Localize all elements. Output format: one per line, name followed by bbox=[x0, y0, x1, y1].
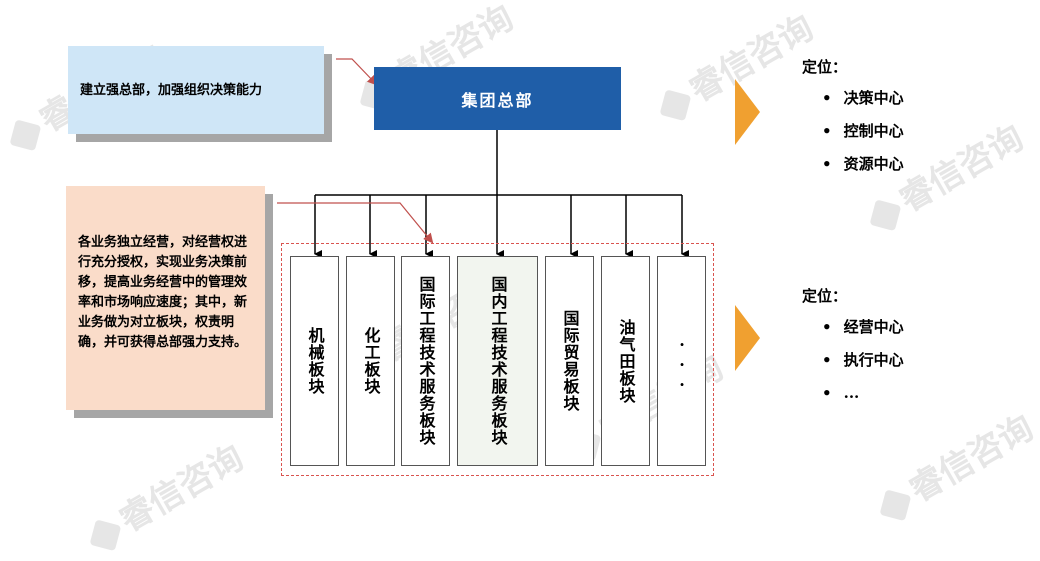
list-item: ... bbox=[822, 377, 904, 410]
callout-top bbox=[336, 58, 378, 86]
callout-bottom bbox=[277, 202, 434, 244]
chevron-arrow-icon bbox=[735, 305, 760, 371]
connector-layer bbox=[277, 58, 760, 371]
list-item: 决策中心 bbox=[822, 82, 904, 115]
board-positioning-title: 定位： bbox=[802, 287, 848, 305]
board-more: ... bbox=[657, 256, 706, 466]
hq-box: 集团总部 bbox=[374, 67, 621, 130]
list-item: 资源中心 bbox=[822, 148, 904, 181]
note-bottom-text: 各业务独立经营，对经营权进行充分授权，实现业务决策前移，提高业务经营中的管理效率… bbox=[78, 235, 248, 350]
board-oilfield: 油气田板块 bbox=[601, 256, 650, 466]
board-intl-engineering: 国际工程技术服务板块 bbox=[401, 256, 450, 466]
note-top-text: 建立强总部，加强组织决策能力 bbox=[80, 83, 263, 98]
board-machinery: 机械板块 bbox=[290, 256, 339, 466]
board-positioning-list: 经营中心 执行中心 ... bbox=[822, 311, 904, 410]
board-chemical: 化工板块 bbox=[346, 256, 395, 466]
boards-container bbox=[281, 243, 714, 476]
board-domestic-engineering: 国内工程技术服务板块 bbox=[457, 256, 538, 466]
hq-positioning-title: 定位： bbox=[802, 58, 848, 76]
board-intl-trade: 国际贸易板块 bbox=[545, 256, 594, 466]
note-top: 建立强总部，加强组织决策能力 bbox=[68, 46, 324, 134]
chevron-arrow-icon bbox=[735, 79, 760, 145]
list-item: 控制中心 bbox=[822, 115, 904, 148]
hq-label: 集团总部 bbox=[461, 90, 534, 110]
hq-positioning-list: 决策中心 控制中心 资源中心 bbox=[822, 82, 904, 181]
list-item: 执行中心 bbox=[822, 344, 904, 377]
list-item: 经营中心 bbox=[822, 311, 904, 344]
note-bottom: 各业务独立经营，对经营权进行充分授权，实现业务决策前移，提高业务经营中的管理效率… bbox=[66, 186, 265, 410]
